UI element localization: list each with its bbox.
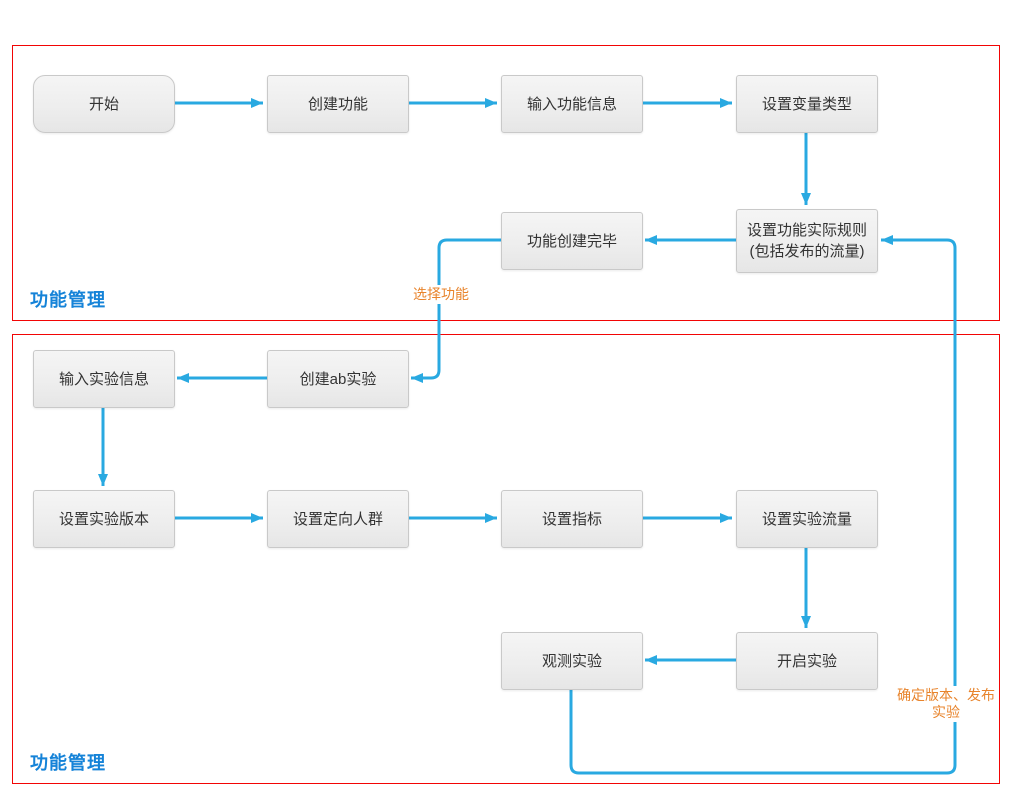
node-label: 输入实验信息 [58, 370, 149, 388]
node-label: 创建功能 [307, 95, 368, 113]
section-title-feature-management-bottom: 功能管理 [30, 749, 106, 775]
section-feature-management-top [12, 45, 1000, 321]
node-label: 设置功能实际规则 [746, 222, 867, 239]
node-set-metrics: 设置指标 [501, 490, 643, 548]
edge-label-text-line2: 实验 [932, 704, 960, 720]
node-label: 开始 [88, 95, 119, 113]
node-label: 设置实验版本 [58, 510, 149, 528]
node-label-line2: (包括发布的流量) [749, 243, 865, 260]
node-label: 输入功能信息 [526, 95, 617, 113]
node-set-target-group: 设置定向人群 [267, 490, 409, 548]
node-feature-created: 功能创建完毕 [501, 212, 643, 270]
edge-label-text-line1: 确定版本、发布 [897, 687, 995, 703]
section-title-text: 功能管理 [30, 753, 106, 773]
node-label: 设置变量类型 [761, 95, 852, 113]
node-set-exp-traffic: 设置实验流量 [736, 490, 878, 548]
node-label: 设置指标 [541, 510, 602, 528]
node-set-exp-version: 设置实验版本 [33, 490, 175, 548]
node-set-feature-rules: 设置功能实际规则 (包括发布的流量) [736, 209, 878, 273]
node-label: 设置定向人群 [292, 510, 383, 528]
node-create-ab-exp: 创建ab实验 [267, 350, 409, 408]
node-start-exp: 开启实验 [736, 632, 878, 690]
node-observe-exp: 观测实验 [501, 632, 643, 690]
node-input-feature-info: 输入功能信息 [501, 75, 643, 133]
edge-label-select-feature: 选择功能 [408, 285, 474, 304]
section-title-text: 功能管理 [30, 290, 106, 310]
node-start: 开始 [33, 75, 175, 133]
node-label: 开启实验 [776, 652, 837, 670]
node-set-variable-type: 设置变量类型 [736, 75, 878, 133]
node-label: 创建ab实验 [299, 370, 377, 388]
edge-label-text: 选择功能 [413, 286, 469, 302]
edge-label-confirm-version-publish: 确定版本、发布 实验 [894, 686, 998, 722]
section-title-feature-management-top: 功能管理 [30, 286, 106, 312]
node-label: 观测实验 [541, 652, 602, 670]
node-create-feature: 创建功能 [267, 75, 409, 133]
node-label: 设置实验流量 [761, 510, 852, 528]
node-input-exp-info: 输入实验信息 [33, 350, 175, 408]
section-feature-management-bottom [12, 334, 1000, 784]
node-label: 功能创建完毕 [526, 232, 617, 250]
